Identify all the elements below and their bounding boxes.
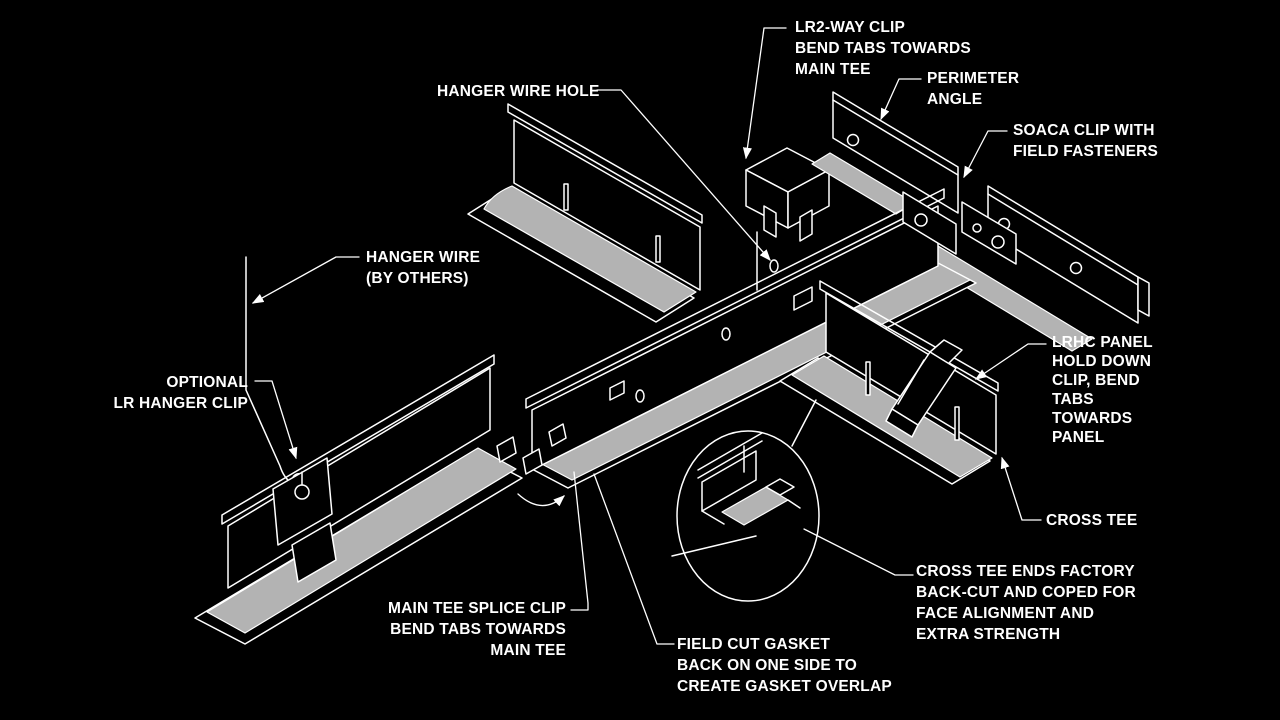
fastener-hole: [846, 133, 860, 147]
splice-tab: [522, 448, 543, 475]
label-cross-tee: CROSS TEE: [1046, 512, 1138, 529]
label-lr2-way-clip: LR2-WAY CLIP BEND TABS TOWARDS MAIN TEE: [795, 19, 971, 78]
label-cross-tee-ends: CROSS TEE ENDS FACTORY BACK-CUT AND COPE…: [916, 563, 1136, 643]
detail-circle-connector: [791, 399, 817, 447]
leader-splice-clip: [570, 471, 589, 611]
leader-cross-tee: [1000, 456, 1042, 521]
fastener-hole: [1069, 261, 1083, 275]
leader-hanger-wire: [251, 256, 360, 304]
lr2-way-clip-tab: [763, 205, 777, 238]
leader-soaca-clip: [963, 130, 1008, 179]
web-slot: [609, 380, 625, 401]
leader-optional-clip: [254, 380, 298, 460]
perimeter-angle-end-tab: [1137, 276, 1150, 317]
cross-tee-right-bulb: [819, 280, 999, 392]
lrhc-clip-foot: [885, 408, 919, 438]
label-field-cut-gasket: FIELD CUT GASKET BACK ON ONE SIDE TO CRE…: [677, 636, 892, 695]
hanger-wire-line: [245, 256, 308, 487]
detail-tee-bulb: [697, 432, 763, 479]
fastener-hole: [972, 223, 982, 233]
leader-lrhc-clip: [974, 343, 1047, 380]
soaca-clip-part: [902, 191, 1017, 265]
leader-lines: [251, 27, 1047, 645]
main-tee-left: [194, 256, 523, 645]
detail-circle: [671, 399, 820, 602]
cross-tee-right-prong: [865, 361, 871, 396]
splice-tab: [496, 436, 517, 463]
lrhc-clip-edge: [897, 359, 925, 405]
fastener-hole: [991, 235, 1005, 249]
perimeter-angle-right-fold: [987, 193, 1139, 286]
perimeter-angle-left-gasket: [811, 152, 915, 215]
cross-tee-right-prong: [954, 406, 960, 441]
lr-hanger-clip-band: [291, 522, 337, 583]
web-slot: [793, 286, 813, 311]
soaca-clip-plate: [902, 191, 957, 255]
perimeter-angle-left-fold: [832, 99, 959, 176]
hanger-wire-hole: [721, 327, 731, 341]
lr-hanger-clip-plate: [272, 457, 333, 546]
perimeter-angle-right: [917, 185, 1150, 352]
soaca-clip-plate: [961, 201, 1017, 265]
bend-direction-arrow: [517, 493, 565, 507]
splice-tab: [548, 423, 567, 447]
cross-tee-right: [779, 280, 999, 485]
cross-tee-upper-bulb: [507, 103, 703, 224]
label-lrhc-panel-clip: LRHC PANEL HOLD DOWN CLIP, BEND TABS TOW…: [1052, 334, 1153, 446]
detail-flange-lines: [671, 499, 801, 557]
cross-tee-upper-web: [513, 119, 701, 291]
leader-lr2-way-clip: [742, 27, 787, 160]
main-tee-center-web: [531, 205, 939, 471]
cross-tee-upper-gasket: [483, 185, 697, 313]
label-optional-lr-hanger-clip: OPTIONAL LR HANGER CLIP: [113, 374, 248, 412]
hanger-wire-hole: [635, 389, 645, 403]
cross-tee-upper-prong: [563, 183, 569, 211]
leader-field-cut-gasket: [593, 473, 675, 645]
fastener-hole: [914, 213, 928, 227]
splice-clip-parts: [496, 423, 567, 507]
cross-tee-upper-prong: [655, 235, 661, 263]
main-tee-center-bulb: [525, 188, 945, 409]
label-hanger-wire: HANGER WIRE (BY OTHERS): [366, 249, 481, 287]
perimeter-angle-left: [811, 91, 959, 215]
label-soaca-clip: SOACA CLIP WITH FIELD FASTENERS: [1013, 122, 1159, 160]
perimeter-angle-left-face: [832, 91, 959, 214]
lr2-way-clip-right-face: [787, 169, 830, 229]
lr2-way-clip-part: [745, 147, 830, 291]
main-tee-left-gasket: [206, 447, 517, 634]
leader-perimeter-angle: [880, 78, 922, 121]
detail-tee-web: [701, 450, 757, 512]
label-main-tee-splice-clip: MAIN TEE SPLICE CLIP BEND TABS TOWARDS M…: [388, 600, 566, 659]
cross-tee-upper: [467, 103, 703, 323]
leader-hanger-wire-hole: [596, 89, 771, 261]
detail-coped-end: [765, 478, 795, 496]
hanger-wire-hole: [769, 259, 779, 273]
main-tee-left-bulb: [221, 354, 495, 525]
lr2-way-clip-tab: [799, 209, 813, 242]
label-hanger-wire-hole: HANGER WIRE HOLE: [437, 83, 600, 100]
leader-cross-tee-ends: [803, 528, 914, 576]
label-perimeter-angle: PERIMETER ANGLE: [927, 70, 1020, 108]
